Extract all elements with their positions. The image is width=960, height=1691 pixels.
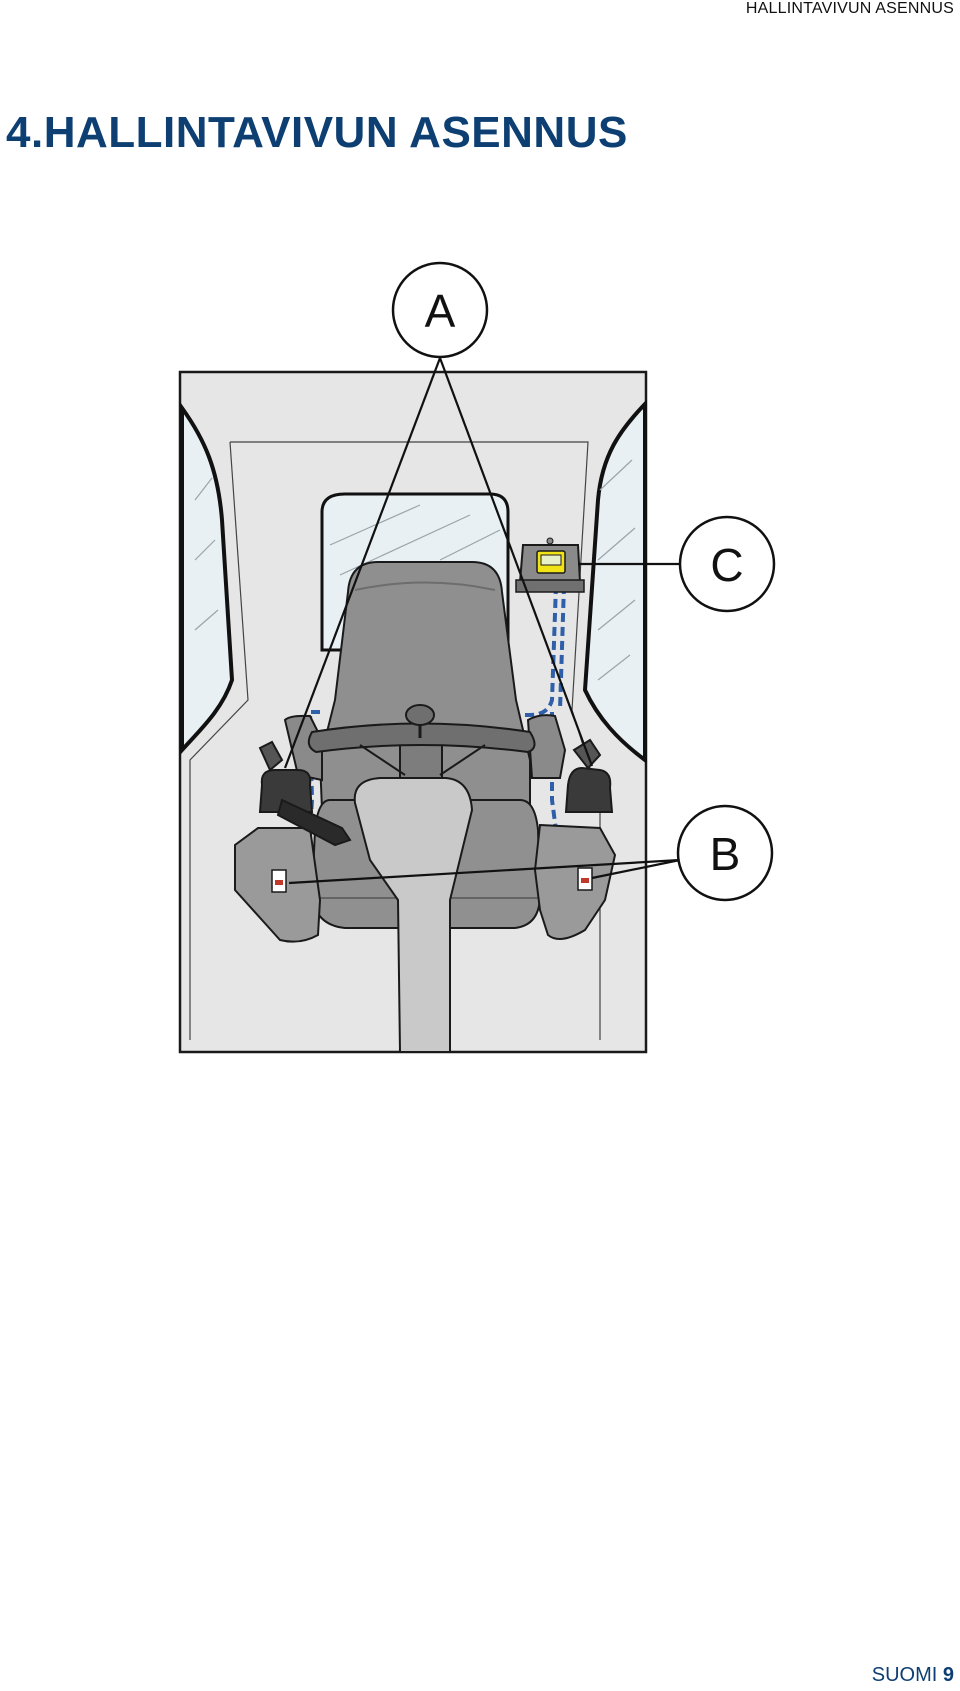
callout-c-label: C (710, 539, 743, 591)
callout-a-label: A (425, 285, 456, 337)
right-armrest-console (533, 823, 617, 940)
cab-installation-figure: A C B (160, 250, 780, 1060)
callout-b-label: B (710, 828, 741, 880)
callout-c-circle (678, 515, 776, 613)
floor-walkway (353, 777, 474, 1053)
left-joystick (258, 740, 352, 847)
running-header: HALLINTAVIVUN ASENNUS (745, 0, 954, 17)
right-joystick (564, 738, 614, 813)
callout-a-circle (391, 261, 489, 359)
control-unit (515, 537, 585, 593)
page-title: 4.HALLINTAVIVUN ASENNUS (6, 108, 628, 157)
left-side-window (180, 401, 235, 756)
page-footer: SUOMI 9 (872, 1664, 954, 1687)
page-number: 9 (942, 1664, 954, 1686)
right-side-window (582, 399, 647, 764)
footer-language: SUOMI (871, 1664, 938, 1686)
callout-b-circle (676, 804, 774, 902)
